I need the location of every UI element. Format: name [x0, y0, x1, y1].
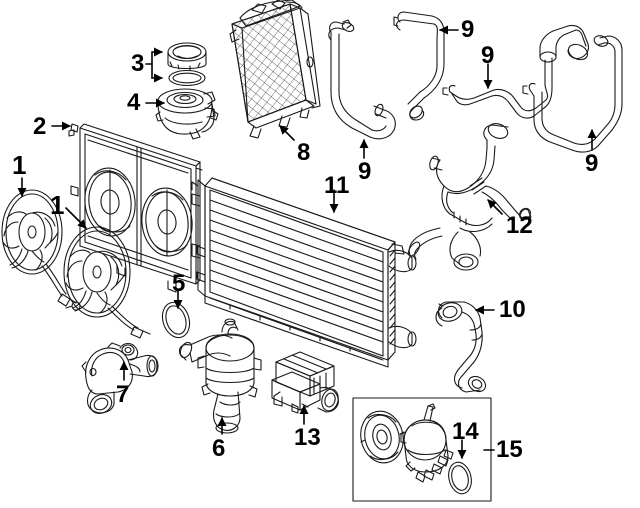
fan-shroud — [68, 123, 206, 293]
radiator-hose-lower — [435, 301, 487, 393]
water-pump-body — [400, 403, 454, 483]
callout-13: 13 — [294, 424, 321, 451]
auxiliary-water-pump — [178, 318, 262, 434]
auxiliary-radiator — [229, 0, 321, 139]
callout-10: 10 — [499, 296, 526, 323]
o-ring-pump — [161, 301, 191, 339]
callout-9-b: 9 — [461, 16, 475, 43]
leader-lines — [17, 25, 597, 459]
coolant-reservoir — [155, 88, 219, 140]
reservoir-cap — [167, 42, 207, 71]
coolant-hose-c — [442, 24, 590, 119]
cooling-fan-left — [1, 189, 77, 307]
callout-12: 12 — [506, 212, 533, 239]
shroud-bracket — [70, 123, 79, 133]
callout-1-left: 1 — [12, 150, 27, 180]
callout-5: 5 — [172, 270, 186, 297]
water-pump-pulley — [360, 410, 405, 464]
callout-8: 8 — [297, 139, 311, 166]
thermostat-housing — [81, 342, 159, 414]
callout-2: 2 — [33, 113, 47, 140]
callout-3: 3 — [131, 50, 145, 77]
callout-9-a: 9 — [358, 158, 372, 185]
callout-6: 6 — [212, 435, 226, 462]
coolant-hose-b — [393, 11, 445, 121]
callout-7: 7 — [116, 381, 130, 408]
coolant-hose-d — [522, 35, 623, 153]
callout-14: 14 — [452, 418, 479, 445]
callout-11: 11 — [324, 172, 350, 199]
callout-15: 15 — [496, 436, 523, 463]
callout-9-d: 9 — [585, 150, 599, 177]
water-pump-o-ring — [448, 461, 472, 495]
coolant-hose-a — [328, 19, 396, 140]
radiator — [191, 177, 417, 368]
callout-9-c: 9 — [481, 42, 495, 69]
callout-1-right: 1 — [50, 190, 65, 220]
callout-4: 4 — [127, 89, 141, 116]
hose-assembly — [407, 123, 532, 271]
reservoir-cap-seal — [168, 69, 206, 87]
coolant-valve-module — [271, 351, 339, 414]
